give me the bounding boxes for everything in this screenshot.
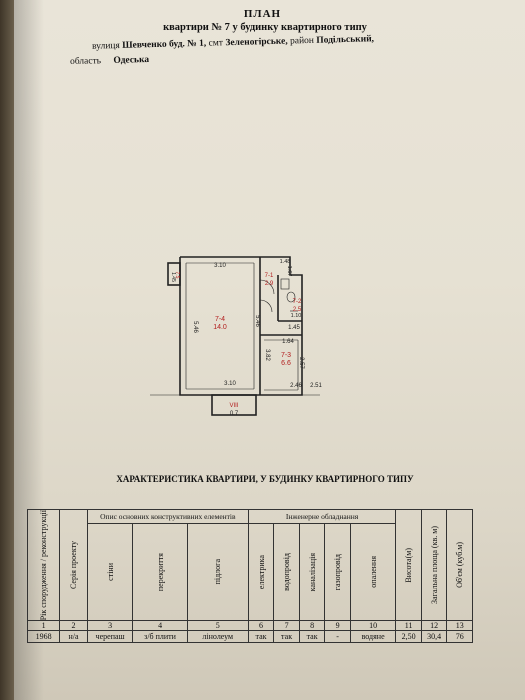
dim-kitchen-corner: 2.51 <box>310 383 322 389</box>
dim-left-mid: 5.46 <box>254 315 260 327</box>
group-construct: Опис основних конструктивних елементів <box>86 509 249 524</box>
num-cell: 4 <box>132 620 188 632</box>
region-label: область <box>69 56 102 68</box>
page-subtitle: квартири № 7 у будинку квартирного типу <box>163 22 367 33</box>
table-number-row: 1 2 3 4 5 6 7 8 9 10 11 12 13 <box>26 620 473 632</box>
book-binding <box>0 0 14 700</box>
dim-top-main: 3.10 <box>214 263 226 269</box>
street-label: вулиця <box>91 40 120 52</box>
dim-hall-small: 1.48 <box>280 259 291 265</box>
num-cell: 2 <box>59 620 88 632</box>
table-header-group-row: Рік спорудження / реконструкції Серія пр… <box>26 508 473 622</box>
town-value: Зеленогірське, <box>225 36 288 49</box>
table-header-row: стіни перекриття підлога електрика водоп… <box>28 522 473 622</box>
num-cell: 3 <box>86 620 134 632</box>
balcony-label: VIII <box>229 403 238 409</box>
room-1-label: 7-1 <box>265 273 274 279</box>
value-volume: 76 <box>446 630 473 644</box>
col-series: Серія проекту <box>59 508 88 622</box>
col-height: Висота(м) <box>395 508 422 622</box>
col-year: Рік спорудження / реконструкції <box>26 508 61 622</box>
region-value: Одеська <box>113 54 150 66</box>
room-2-label: 7-2 <box>293 299 302 305</box>
col-floors: перекриття <box>132 522 188 622</box>
col-walls: стіни <box>86 522 134 622</box>
balcony-area: 0.7 <box>230 411 239 417</box>
value-water: так <box>273 630 300 644</box>
value-height: 2,50 <box>395 630 422 644</box>
storage-label: 7.5 <box>174 272 180 279</box>
col-gas: газопровід <box>324 522 351 622</box>
room-1-area: 2.9 <box>265 281 274 287</box>
dim-hall-right: 1.67 <box>286 266 292 277</box>
district-label: район <box>289 35 315 47</box>
storage-box <box>167 262 181 286</box>
num-cell: 10 <box>349 620 397 632</box>
value-gas: - <box>324 630 351 644</box>
num-cell: 1 <box>26 620 61 632</box>
room-2-area: 2.5 <box>293 307 302 313</box>
group-engineering: Інженерне обладнання <box>247 509 397 524</box>
district-value: Подільський, <box>316 34 375 46</box>
col-sewer: каналізація <box>298 522 326 622</box>
page-title: ПЛАН <box>243 8 282 20</box>
col-area: Загальна площа (кв. м) <box>420 508 448 622</box>
col-electric: електрика <box>247 522 275 622</box>
value-series: н/а <box>59 630 88 644</box>
room-3-area: 6.6 <box>281 360 291 367</box>
dim-corridor: 3.82 <box>264 349 270 361</box>
section-title: ХАРАКТЕРИСТИКА КВАРТИРИ, У БУДИНКУ КВАРТ… <box>116 474 414 484</box>
value-flooring: лінолеум <box>186 630 249 644</box>
num-cell: 13 <box>446 620 473 632</box>
num-cell: 5 <box>186 620 249 632</box>
dim-kitchen-bottom: 2.46 <box>290 383 302 389</box>
col-water: водопровід <box>273 522 300 622</box>
dim-bottom-main: 3.10 <box>224 381 236 387</box>
value-heating: водяне <box>349 630 397 644</box>
dim-kitchen-right: 2.57 <box>298 357 304 369</box>
num-cell: 9 <box>324 620 351 632</box>
floor-plan: 3.10 3.10 5.46 5.46 3.82 1.10 1.48 1.67 … <box>150 256 322 417</box>
dim-hall-top: 1.10 <box>291 313 302 319</box>
num-cell: 7 <box>273 620 300 632</box>
town-label: смт <box>208 38 224 49</box>
num-cell: 12 <box>420 620 448 632</box>
col-heating: опалення <box>349 522 397 622</box>
dim-bath-width: 1.45 <box>288 325 300 331</box>
col-volume: Об'єм (куб.м) <box>446 508 473 622</box>
value-floors: з/б плити <box>132 630 188 644</box>
value-walls: черепаш <box>86 630 134 644</box>
table-row: 1968 н/а черепаш з/б плити лінолеум так … <box>26 630 473 644</box>
value-year: 1968 <box>26 630 61 644</box>
dim-left-main: 5.46 <box>192 321 198 333</box>
value-electric: так <box>247 630 275 644</box>
room-4-area: 14.0 <box>213 324 227 331</box>
num-cell: 6 <box>247 620 275 632</box>
num-cell: 8 <box>298 620 326 632</box>
col-flooring: підлога <box>186 522 249 622</box>
value-area: 30,4 <box>420 630 448 644</box>
balcony <box>211 394 257 416</box>
value-sewer: так <box>298 630 326 644</box>
dim-kitchen-top: 1.64 <box>282 339 294 345</box>
dim-pantry: 1.45 <box>170 272 176 282</box>
room-3-label: 7-3 <box>281 352 291 359</box>
address-line-2: область Одеська <box>70 55 149 67</box>
room-4-label: 7-4 <box>215 316 225 323</box>
num-cell: 11 <box>395 620 422 632</box>
characteristics-table: Рік спорудження / реконструкції Серія пр… <box>26 508 473 644</box>
